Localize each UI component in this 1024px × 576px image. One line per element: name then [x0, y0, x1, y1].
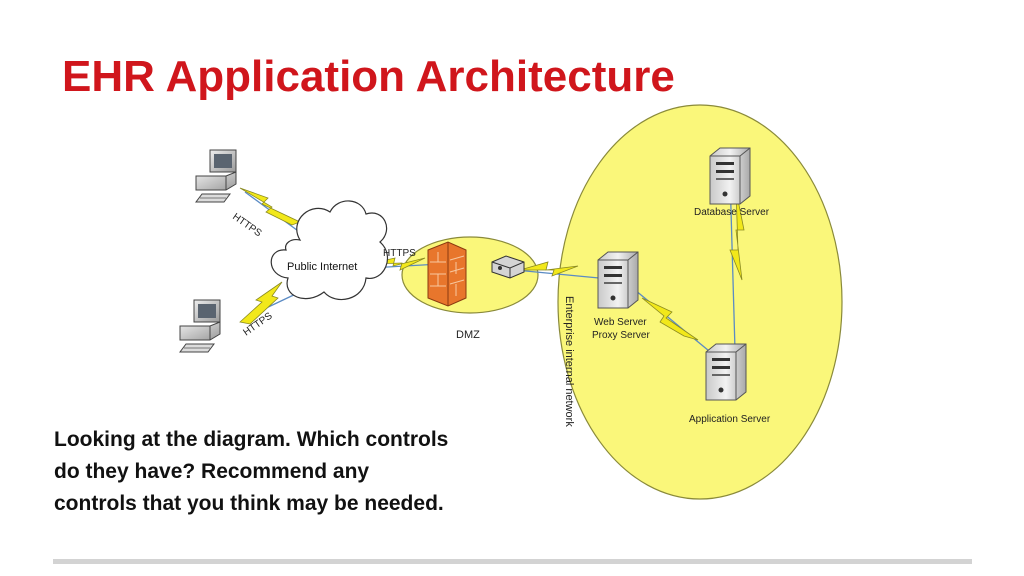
desktop-computer-icon	[179, 299, 221, 353]
question-text: Looking at the diagram. Which controls d…	[54, 424, 614, 520]
server-icon	[709, 147, 751, 205]
proxy-server-label: Proxy Server	[592, 330, 650, 341]
dmz-label: DMZ	[456, 329, 480, 341]
slide-title: EHR Application Architecture	[62, 52, 675, 101]
question-line-2: do they have? Recommend any	[54, 460, 370, 483]
server-icon	[597, 251, 639, 309]
public-internet-label: Public Internet	[287, 261, 357, 273]
cloud-icon	[270, 200, 389, 301]
application-server-label: Application Server	[689, 414, 771, 425]
lightning-links	[239, 187, 745, 341]
web-server-label: Web Server	[594, 317, 647, 328]
enterprise-zone	[557, 104, 843, 500]
https-label-dmz: HTTPS	[383, 248, 416, 259]
server-icon	[705, 343, 747, 401]
question-line-3: controls that you think may be needed.	[54, 492, 444, 515]
enterprise-network-label: Enterprise internal network	[563, 296, 575, 427]
question-line-1: Looking at the diagram. Which controls	[54, 428, 449, 451]
firewall-icon	[427, 241, 467, 307]
desktop-computer-icon	[195, 149, 237, 203]
router-icon	[491, 255, 525, 279]
footer-divider	[53, 559, 972, 564]
database-server-label: Database Server	[694, 207, 770, 218]
https-label-top-client: HTTPS	[230, 211, 263, 239]
